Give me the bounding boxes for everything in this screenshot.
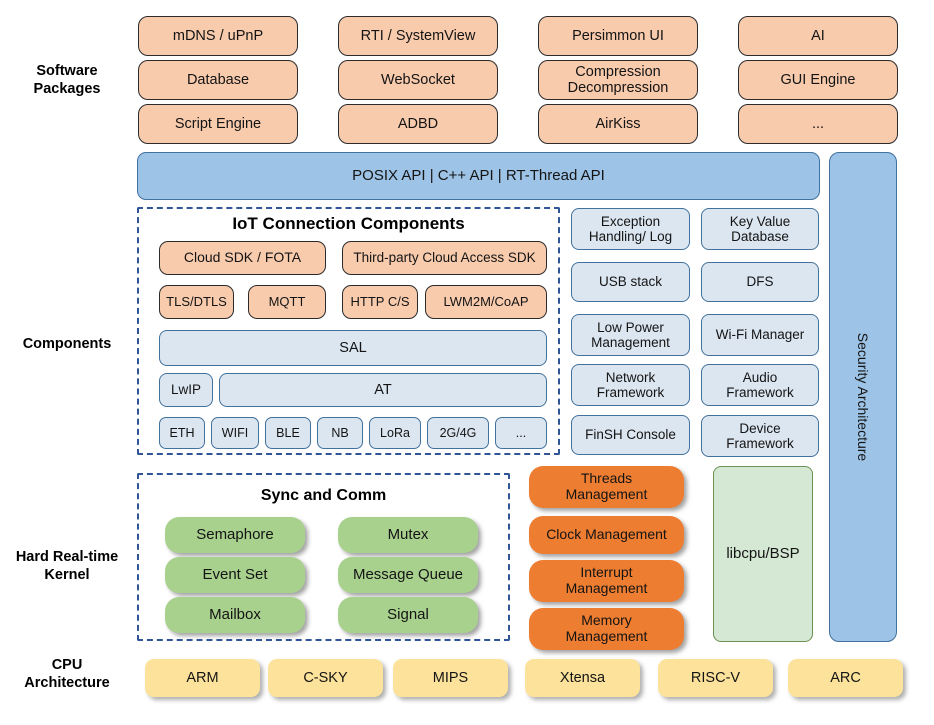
component-box[interactable]: Audio Framework [701, 364, 819, 406]
package-box[interactable]: ADBD [338, 104, 498, 144]
package-box[interactable]: WebSocket [338, 60, 498, 100]
package-box[interactable]: AI [738, 16, 898, 56]
kernel-sync-box[interactable]: Mutex [338, 517, 478, 553]
iot-link-box[interactable]: BLE [265, 417, 311, 449]
section-label-components: Components [22, 336, 112, 352]
iot-cloud-box[interactable]: Third-party Cloud Access SDK [342, 241, 547, 275]
iot-at-box[interactable]: AT [219, 373, 547, 407]
iot-link-box[interactable]: LoRa [369, 417, 421, 449]
component-box[interactable]: Key Value Database [701, 208, 819, 250]
sync-and-comm-group [137, 473, 510, 641]
kernel-management-box[interactable]: Clock Management [529, 516, 684, 554]
iot-protocol-box[interactable]: HTTP C/S [342, 285, 418, 319]
kernel-sync-box[interactable]: Semaphore [165, 517, 305, 553]
kernel-sync-box[interactable]: Signal [338, 597, 478, 633]
iot-connection-components-title: IoT Connection Components [232, 214, 465, 233]
kernel-management-box[interactable]: Interrupt Management [529, 560, 684, 602]
component-box[interactable]: DFS [701, 262, 819, 302]
package-box[interactable]: AirKiss [538, 104, 698, 144]
kernel-management-box[interactable]: Threads Management [529, 466, 684, 508]
iot-connection-components-group [137, 207, 560, 455]
package-box[interactable]: Database [138, 60, 298, 100]
package-box[interactable]: GUI Engine [738, 60, 898, 100]
iot-sal-box[interactable]: SAL [159, 330, 547, 366]
section-label-cpu-architecture: CPU Architecture [24, 657, 110, 692]
iot-link-box[interactable]: NB [317, 417, 363, 449]
package-box[interactable]: mDNS / uPnP [138, 16, 298, 56]
api-bar: POSIX API | C++ API | RT-Thread API [137, 152, 820, 200]
cpu-arch-box[interactable]: ARM [145, 659, 260, 697]
component-box[interactable]: Device Framework [701, 415, 819, 457]
security-architecture-bar: Security Architecture [829, 152, 897, 642]
libcpu-bsp-box[interactable]: libcpu/BSP [713, 466, 813, 642]
kernel-sync-box[interactable]: Message Queue [338, 557, 478, 593]
sync-and-comm-title: Sync and Comm [260, 487, 387, 504]
kernel-sync-box[interactable]: Mailbox [165, 597, 305, 633]
cpu-arch-box[interactable]: C-SKY [268, 659, 383, 697]
iot-link-box[interactable]: ... [495, 417, 547, 449]
section-label-software-packages: Software Packages [33, 63, 101, 98]
package-box[interactable]: ... [738, 104, 898, 144]
iot-link-box[interactable]: ETH [159, 417, 205, 449]
cpu-arch-box[interactable]: ARC [788, 659, 903, 697]
package-box[interactable]: Persimmon UI [538, 16, 698, 56]
iot-cloud-box[interactable]: Cloud SDK / FOTA [159, 241, 326, 275]
kernel-management-box[interactable]: Memory Management [529, 608, 684, 650]
package-box[interactable]: Compression Decompression [538, 60, 698, 100]
cpu-arch-box[interactable]: MIPS [393, 659, 508, 697]
iot-protocol-box[interactable]: TLS/DTLS [159, 285, 234, 319]
component-box[interactable]: Exception Handling/ Log [571, 208, 690, 250]
cpu-arch-box[interactable]: RISC-V [658, 659, 773, 697]
iot-protocol-box[interactable]: MQTT [248, 285, 326, 319]
component-box[interactable]: USB stack [571, 262, 690, 302]
iot-link-box[interactable]: WIFI [211, 417, 259, 449]
component-box[interactable]: Network Framework [571, 364, 690, 406]
kernel-sync-box[interactable]: Event Set [165, 557, 305, 593]
component-box[interactable]: FinSH Console [571, 415, 690, 455]
iot-link-box[interactable]: 2G/4G [427, 417, 489, 449]
cpu-arch-box[interactable]: Xtensa [525, 659, 640, 697]
security-architecture-label: Security Architecture [855, 332, 872, 462]
component-box[interactable]: Low Power Management [571, 314, 690, 356]
iot-protocol-box[interactable]: LWM2M/CoAP [425, 285, 547, 319]
section-label-kernel: Hard Real-time Kernel [15, 549, 119, 584]
package-box[interactable]: RTI / SystemView [338, 16, 498, 56]
package-box[interactable]: Script Engine [138, 104, 298, 144]
component-box[interactable]: Wi-Fi Manager [701, 314, 819, 356]
iot-lwip-box[interactable]: LwIP [159, 373, 213, 407]
